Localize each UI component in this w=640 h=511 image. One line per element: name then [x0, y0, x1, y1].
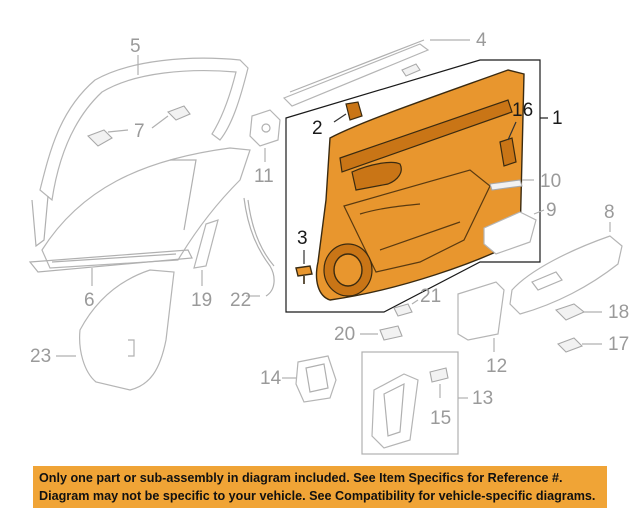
callout-13: 13 — [472, 388, 493, 409]
callout-8: 8 — [604, 202, 615, 223]
disclaimer-line-2: Diagram may not be specific to your vehi… — [39, 489, 596, 503]
callout-10: 10 — [540, 171, 561, 192]
part-5-run-channel — [31, 57, 249, 248]
part-3-fastener — [295, 265, 313, 284]
parts-diagram: 5 7 6 4 11 19 22 — [28, 30, 629, 455]
part-23-water-shield — [79, 269, 175, 391]
callout-18: 18 — [608, 302, 629, 323]
part-14-bezel — [295, 355, 337, 403]
part-6-door-glass — [28, 147, 251, 273]
part-13-box — [361, 351, 459, 455]
callout-15: 15 — [430, 408, 451, 429]
part-9-handle-bezel — [483, 211, 537, 255]
part-11-bracket — [249, 109, 281, 147]
assembly-1-outline — [285, 59, 541, 313]
part-19-strip — [193, 219, 219, 269]
callout-19: 19 — [191, 290, 212, 311]
callout-7: 7 — [134, 121, 145, 142]
callout-6: 6 — [84, 290, 95, 311]
callout-1: 1 — [552, 108, 563, 129]
part-15-cap — [429, 367, 449, 383]
callout-11: 11 — [254, 166, 274, 187]
callout-5: 5 — [130, 36, 141, 57]
callout-16: 16 — [512, 100, 533, 121]
part-2-clip — [345, 101, 363, 121]
disclaimer-banner: Only one part or sub-assembly in diagram… — [33, 466, 607, 508]
part-7-clip — [87, 105, 191, 147]
part-22-cable — [243, 197, 275, 297]
callout-12: 12 — [486, 356, 507, 377]
part-20-clip — [379, 325, 403, 341]
callout-22: 22 — [230, 290, 251, 311]
part-21-clip — [393, 303, 413, 317]
callout-9: 9 — [546, 200, 557, 221]
part-18-switch — [554, 303, 586, 321]
part-8-armrest — [509, 235, 623, 315]
part-4-belt-molding — [282, 39, 430, 107]
callout-17: 17 — [608, 334, 629, 355]
callout-23: 23 — [30, 346, 51, 367]
callout-21: 21 — [420, 286, 441, 307]
callout-14: 14 — [260, 368, 282, 389]
callout-4: 4 — [476, 30, 487, 51]
part-1-door-trim-panel — [315, 69, 525, 301]
callout-2: 2 — [312, 118, 323, 139]
part-10-trim — [489, 179, 523, 191]
part-12-pocket — [457, 281, 505, 341]
disclaimer-line-1: Only one part or sub-assembly in diagram… — [39, 471, 563, 485]
callout-3: 3 — [297, 228, 308, 249]
callout-20: 20 — [334, 324, 355, 345]
part-17-switch — [557, 337, 583, 353]
part-13-handle — [371, 373, 419, 449]
